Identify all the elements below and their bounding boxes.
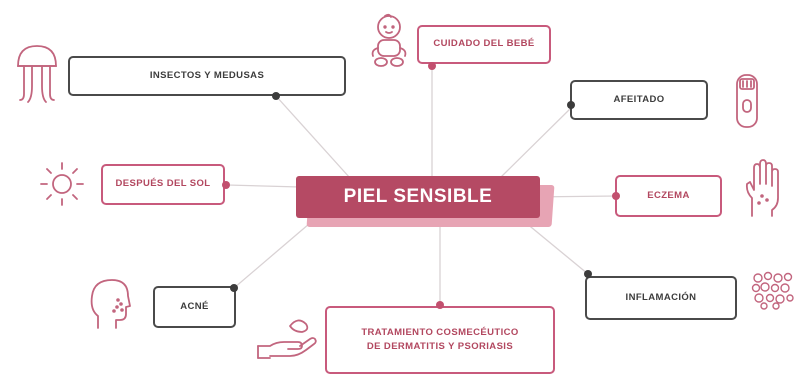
connector-dot	[222, 181, 230, 189]
center-node-piel-sensible: PIEL SENSIBLE	[296, 176, 540, 218]
cream-hand-icon	[257, 319, 317, 359]
connector-dot	[584, 270, 592, 278]
node-tratamiento-line1: TRATAMIENTO COSMECÉUTICO	[361, 326, 519, 338]
node-insectos-medusas: INSECTOS Y MEDUSAS	[68, 56, 346, 96]
face-icon	[90, 279, 131, 329]
node-inflamacion: INFLAMACIÓN	[585, 276, 737, 320]
node-inflamacion-label: INFLAMACIÓN	[625, 291, 697, 303]
node-cuidado-bebe: CUIDADO DEL BEBÉ	[417, 25, 551, 64]
connector-dot	[428, 62, 436, 70]
node-bebe-label: CUIDADO DEL BEBÉ	[433, 38, 535, 50]
connector-dot	[612, 192, 620, 200]
node-tratamiento: TRATAMIENTO COSMECÉUTICO DE DERMATITIS Y…	[325, 306, 555, 374]
jellyfish-icon	[17, 45, 57, 103]
node-eczema: ECZEMA	[615, 175, 722, 217]
node-acne: ACNÉ	[153, 286, 236, 328]
node-afeitado: AFEITADO	[570, 80, 708, 120]
connector-dot	[436, 301, 444, 309]
node-insectos-label: INSECTOS Y MEDUSAS	[149, 69, 265, 81]
sun-icon	[40, 162, 84, 206]
baby-icon	[371, 13, 407, 67]
node-sol-label: DESPUÉS DEL SOL	[115, 178, 211, 190]
node-despues-sol: DESPUÉS DEL SOL	[101, 164, 225, 205]
hand-icon	[745, 159, 779, 217]
inflammation-icon	[751, 271, 794, 310]
connector-dot	[567, 101, 575, 109]
center-label: PIEL SENSIBLE	[343, 186, 493, 207]
connector-dot	[272, 92, 280, 100]
razor-icon	[736, 74, 758, 128]
node-eczema-label: ECZEMA	[647, 189, 690, 201]
connector-dot	[230, 284, 238, 292]
node-tratamiento-line2: DE DERMATITIS Y PSORIASIS	[366, 341, 514, 352]
node-afeitado-label: AFEITADO	[613, 93, 665, 105]
node-acne-label: ACNÉ	[180, 300, 209, 312]
